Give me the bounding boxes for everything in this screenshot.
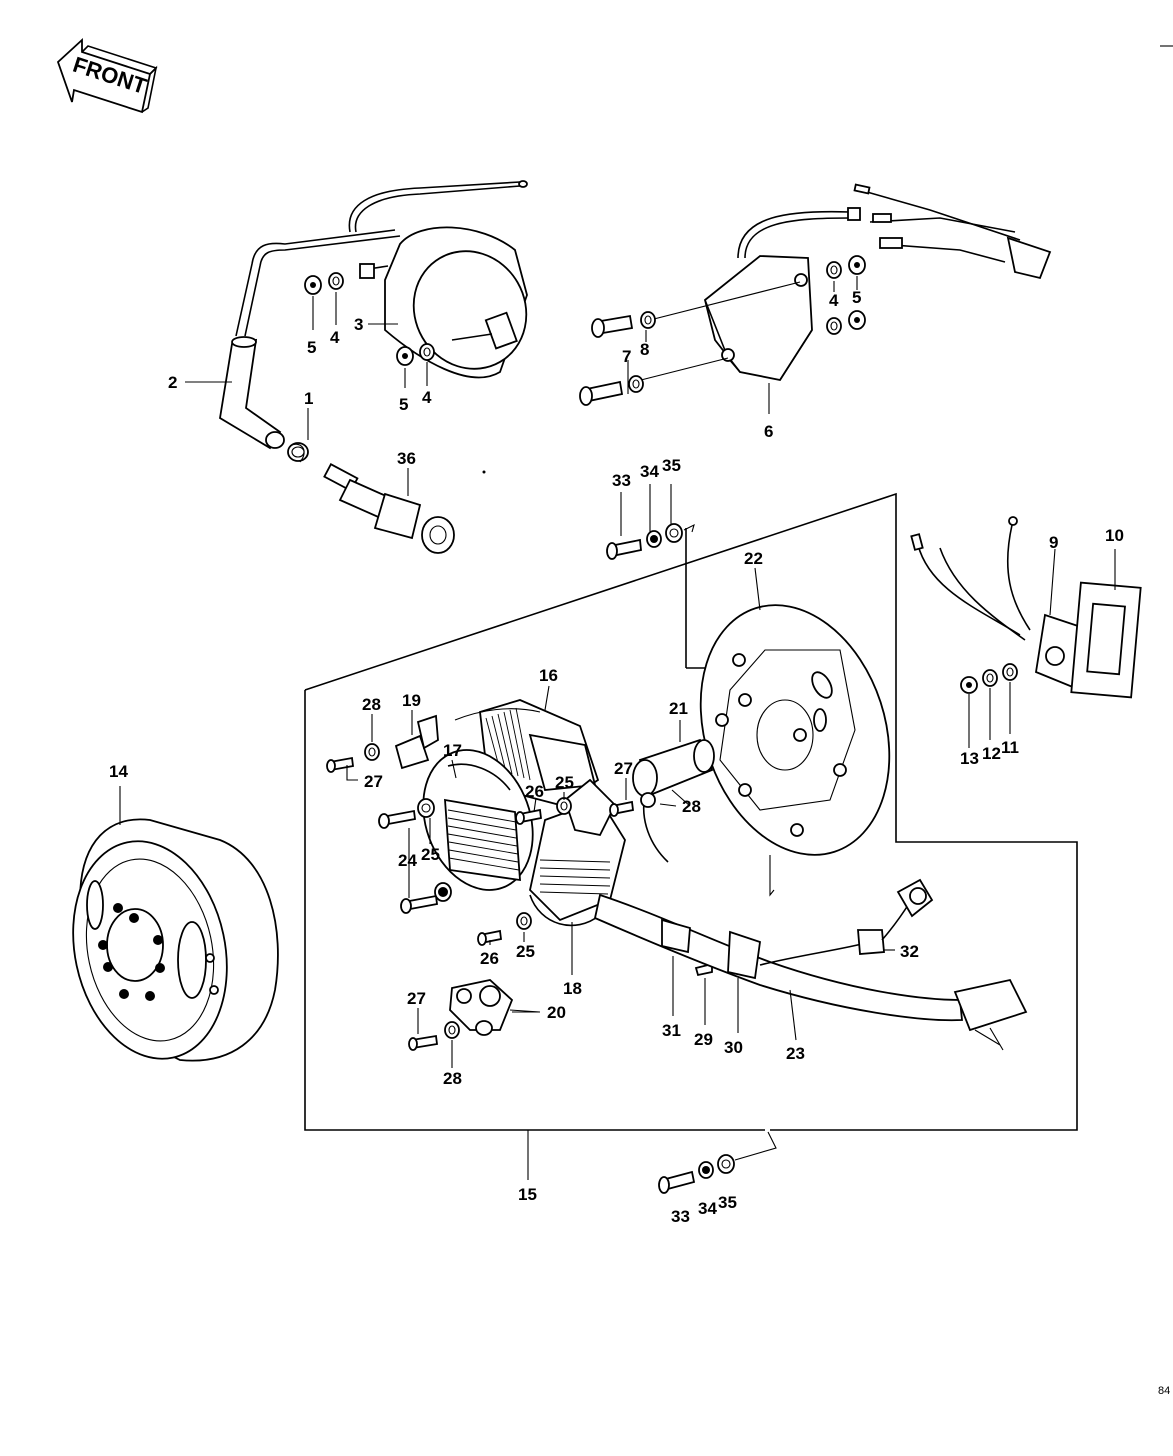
- spring: [287, 442, 309, 463]
- callout-4c: 4: [829, 291, 839, 310]
- regulator-unit: [636, 183, 1052, 382]
- callout-36: 36: [397, 449, 416, 468]
- callout-5c: 5: [852, 288, 861, 307]
- callout-22: 22: [744, 549, 763, 568]
- callout-29: 29: [694, 1030, 713, 1049]
- callout-31: 31: [662, 1021, 681, 1040]
- condenser: [632, 738, 715, 863]
- regulator-fasteners: [579, 255, 866, 406]
- callout-28b: 28: [682, 797, 701, 816]
- callout-33a: 33: [612, 471, 631, 490]
- callout-2: 2: [168, 373, 177, 392]
- callout-23: 23: [786, 1044, 805, 1063]
- callout-11: 11: [1001, 738, 1019, 757]
- page-number: 84: [1158, 1385, 1170, 1397]
- wiring-harness: [593, 878, 1028, 1051]
- callout-8: 8: [640, 340, 649, 359]
- leader-lines: [119, 276, 1116, 1180]
- flywheel-rotor: [72, 818, 279, 1062]
- front-direction-arrow: FRONT: [56, 37, 158, 114]
- callout-35b: 35: [718, 1193, 737, 1212]
- callout-4b: 4: [422, 388, 432, 407]
- coil-fasteners: [304, 272, 435, 366]
- top-fasteners: [606, 523, 695, 560]
- callout-33b: 33: [671, 1207, 690, 1226]
- spark-plug: [323, 463, 455, 554]
- callout-35a: 35: [662, 456, 681, 475]
- callout-19: 19: [402, 691, 421, 710]
- stator-assembly-outline: [304, 492, 1078, 1131]
- lead-clamp: [394, 714, 439, 770]
- callout-27c: 27: [407, 989, 426, 1008]
- callout-34b: 34: [698, 1199, 717, 1218]
- callout-20: 20: [547, 1003, 566, 1022]
- callout-labels: 1 2 3 4 5 4 5 4 5 6 7 8 36 33 34 35 9 10…: [109, 288, 1124, 1226]
- callout-5a: 5: [307, 338, 316, 357]
- stator-base-plate: [699, 604, 891, 897]
- contact-breaker: [449, 979, 541, 1036]
- callout-25a: 25: [555, 773, 574, 792]
- callout-16: 16: [539, 666, 558, 685]
- callout-30: 30: [724, 1038, 743, 1057]
- callout-27b: 27: [614, 759, 633, 778]
- callout-25c: 25: [516, 942, 535, 961]
- callout-5b: 5: [399, 395, 408, 414]
- callout-10: 10: [1105, 526, 1124, 545]
- callout-7: 7: [622, 347, 631, 366]
- callout-32: 32: [900, 942, 919, 961]
- callout-28c: 28: [443, 1069, 462, 1088]
- callout-13: 13: [960, 749, 979, 768]
- callout-14: 14: [109, 762, 128, 781]
- callout-4a: 4: [330, 328, 340, 347]
- stator-coil-18: [529, 778, 626, 927]
- callout-26b: 26: [480, 949, 499, 968]
- callout-1: 1: [304, 389, 313, 408]
- callout-15: 15: [518, 1185, 537, 1204]
- callout-3: 3: [354, 315, 363, 334]
- callout-17: 17: [443, 741, 462, 760]
- ignition-coil: [348, 180, 528, 379]
- callout-26a: 26: [525, 782, 544, 801]
- stray-dot: [482, 470, 486, 474]
- callout-9: 9: [1049, 533, 1058, 552]
- callout-27a: 27: [364, 772, 383, 791]
- stator-screws: [326, 743, 713, 1051]
- rectifier-assembly: [910, 516, 1142, 699]
- callout-34a: 34: [640, 462, 659, 481]
- callout-28a: 28: [362, 695, 381, 714]
- plug-cap-and-lead: [219, 229, 401, 450]
- callout-25b: 25: [421, 845, 440, 864]
- stator-coil-17: [422, 749, 534, 891]
- bottom-fasteners: [658, 1131, 777, 1194]
- callout-21: 21: [669, 699, 688, 718]
- callout-12: 12: [982, 744, 1001, 763]
- callout-18: 18: [563, 979, 582, 998]
- callout-24: 24: [398, 851, 417, 870]
- callout-6: 6: [764, 422, 773, 441]
